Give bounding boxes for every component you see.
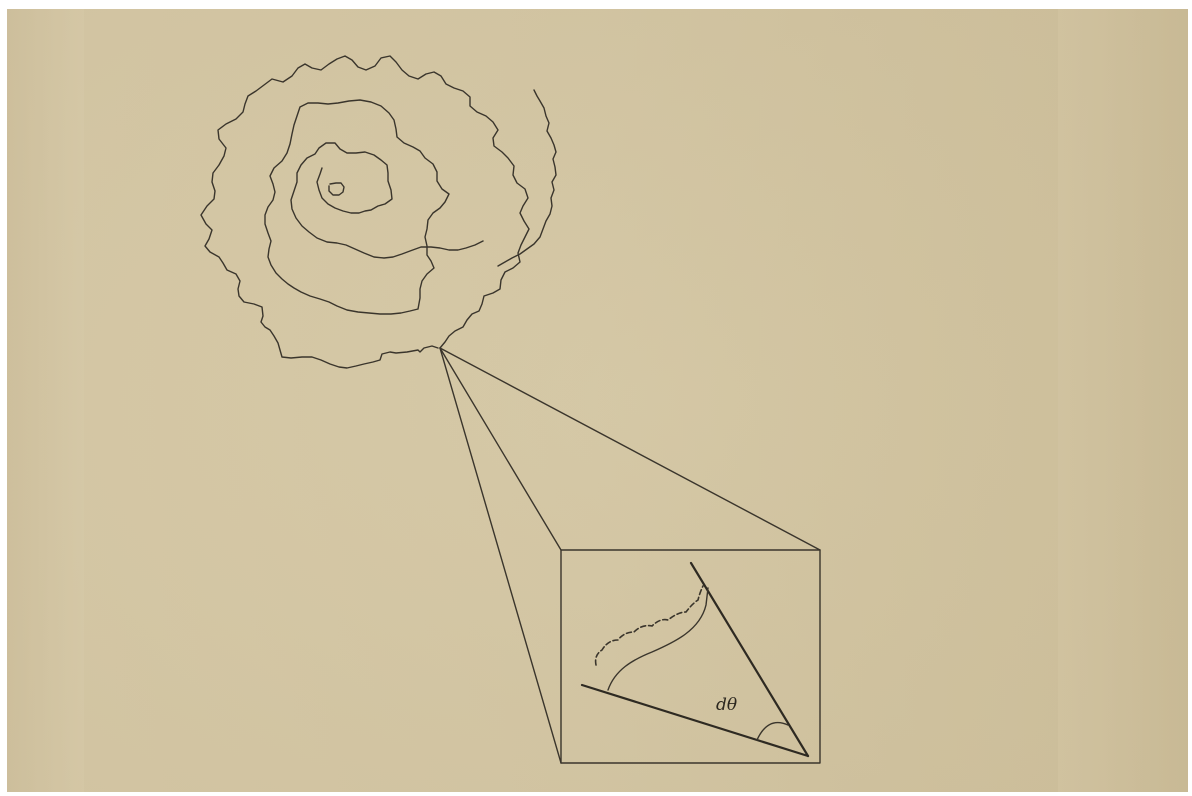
figure-photo: dθ: [0, 0, 1192, 796]
photo-border: [0, 0, 1192, 796]
